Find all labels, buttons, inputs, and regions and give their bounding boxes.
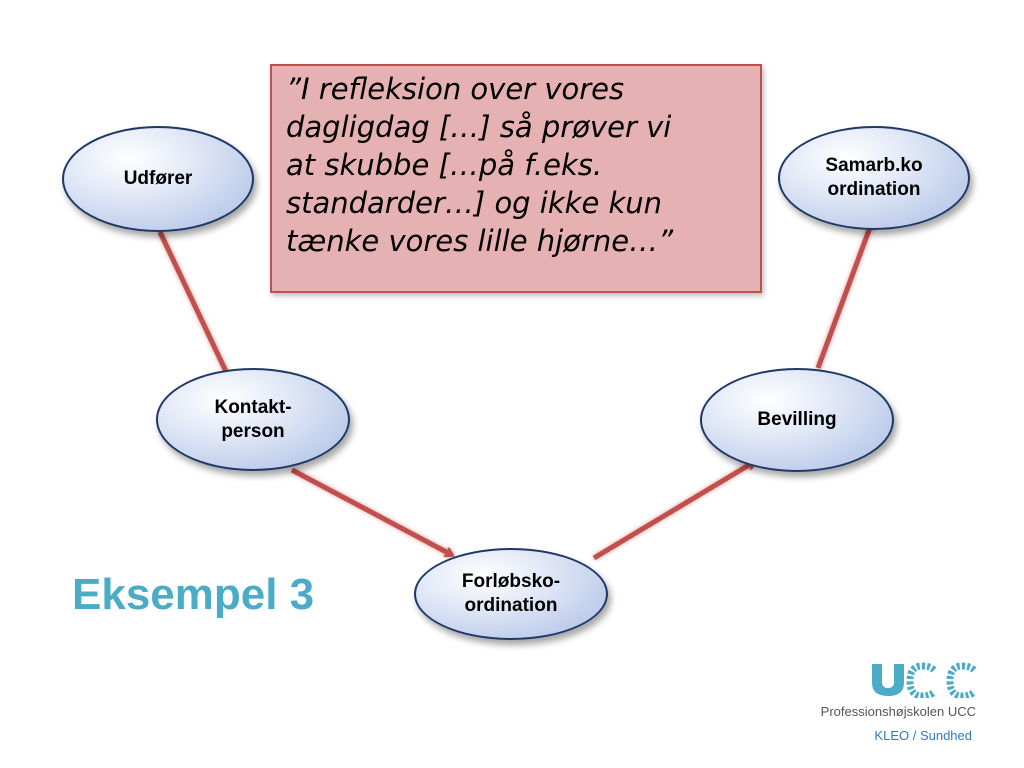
- node-label-forlobskoordination: Forløbsko- ordination: [461, 571, 561, 616]
- node-forlobskoordination: Forløbsko- ordination: [414, 548, 608, 640]
- node-label-samarbkoordination: Samarb.ko ordination: [825, 155, 923, 200]
- node-udforer: Udfører: [62, 126, 254, 232]
- ucc-logo: Professionshøjskolen UCC KLEO / Sundhed: [800, 660, 980, 750]
- node-label-udforer: Udfører: [123, 168, 193, 189]
- ucc-logo-mark-icon: [872, 662, 977, 698]
- arrow-forlobskoordination-to-bevilling: [592, 459, 754, 561]
- arrow-kontaktperson-to-forlobskoordination: [290, 467, 452, 555]
- logo-subtitle: Professionshøjskolen UCC: [820, 704, 976, 719]
- node-kontaktperson: Kontakt- person: [156, 368, 350, 471]
- quote-box: ”I refleksion over vores dagligdag […] s…: [270, 64, 762, 293]
- slide-title: Eksempel 3: [72, 570, 315, 619]
- node-samarbkoordination: Samarb.ko ordination: [778, 126, 970, 230]
- node-label-bevilling: Bevilling: [757, 409, 837, 430]
- node-bevilling: Bevilling: [700, 368, 894, 472]
- arrow-udforer-to-kontaktperson: [157, 230, 230, 380]
- logo-department: KLEO / Sundhed: [874, 728, 972, 743]
- node-label-kontaktperson: Kontakt- person: [214, 396, 292, 442]
- arrow-bevilling-to-samarbkoordination: [815, 222, 872, 369]
